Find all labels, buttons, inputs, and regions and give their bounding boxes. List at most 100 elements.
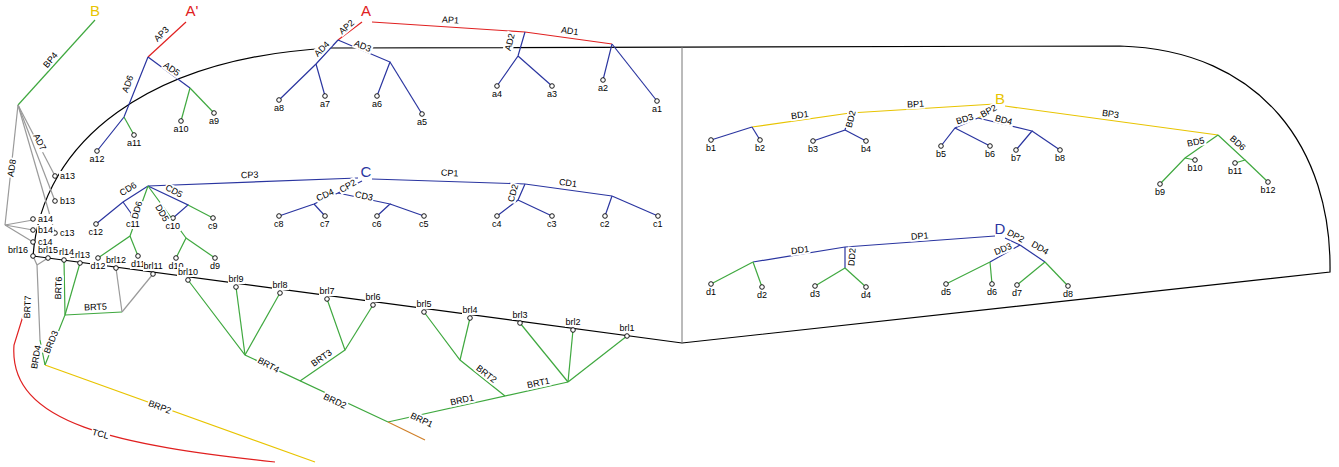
point-marker bbox=[136, 254, 141, 259]
point-marker bbox=[758, 138, 763, 143]
leaf-outline bbox=[33, 46, 1330, 343]
segment-label: AP3 bbox=[151, 24, 172, 45]
vein-line bbox=[815, 268, 845, 286]
vein-line bbox=[990, 262, 992, 284]
point-marker bbox=[46, 256, 51, 261]
point-marker bbox=[31, 240, 36, 245]
vein-line bbox=[845, 268, 866, 287]
point-marker bbox=[212, 111, 217, 116]
point-label: b9 bbox=[1154, 187, 1166, 197]
point-label: c8 bbox=[273, 219, 285, 229]
vein-line bbox=[460, 318, 470, 360]
vein-line bbox=[148, 57, 190, 88]
point-marker bbox=[375, 214, 380, 219]
point-label: c6 bbox=[371, 219, 383, 229]
point-label: b4 bbox=[860, 144, 872, 154]
vein-line bbox=[65, 312, 122, 315]
point-marker bbox=[277, 214, 282, 219]
point-marker bbox=[760, 285, 765, 290]
point-marker bbox=[31, 217, 36, 222]
segment-label: TCL bbox=[90, 427, 111, 442]
point-marker bbox=[31, 228, 36, 233]
vein-line bbox=[711, 127, 752, 140]
segment-label: AP1 bbox=[440, 14, 460, 25]
point-marker bbox=[420, 112, 425, 117]
point-marker bbox=[323, 214, 328, 219]
vein-line bbox=[845, 130, 866, 141]
divider-line bbox=[682, 47, 683, 343]
point-marker bbox=[114, 266, 119, 271]
point-label: a12 bbox=[89, 154, 106, 164]
point-marker bbox=[468, 316, 473, 321]
point-label: b5 bbox=[935, 149, 947, 159]
point-label: d6 bbox=[986, 287, 998, 297]
point-marker bbox=[518, 321, 523, 326]
vein-line bbox=[612, 196, 658, 216]
point-label: a2 bbox=[597, 83, 609, 93]
vein-line bbox=[130, 236, 138, 256]
segment-label: BRT5 bbox=[82, 301, 107, 312]
point-marker bbox=[53, 199, 58, 204]
segment-label: CD4 bbox=[314, 186, 336, 204]
point-marker bbox=[323, 94, 328, 99]
point-label: b6 bbox=[984, 149, 996, 159]
point-label: b1 bbox=[705, 143, 717, 153]
vein-line bbox=[190, 88, 214, 113]
segment-label: BD6 bbox=[1227, 133, 1248, 153]
point-marker bbox=[550, 84, 555, 89]
point-label: c7 bbox=[319, 219, 331, 229]
point-marker bbox=[375, 94, 380, 99]
point-marker bbox=[179, 119, 184, 124]
vein-lines bbox=[5, 20, 1268, 462]
vein-line bbox=[116, 268, 122, 312]
segment-label: BRD4 bbox=[29, 343, 43, 370]
point-label: d9 bbox=[209, 261, 221, 271]
vein-line bbox=[424, 312, 505, 396]
point-marker bbox=[371, 303, 376, 308]
vein-line bbox=[946, 262, 990, 284]
point-marker bbox=[550, 214, 555, 219]
vein-line bbox=[390, 204, 424, 216]
point-marker bbox=[78, 261, 83, 266]
vein-line bbox=[65, 263, 80, 315]
segment-label: BD2 bbox=[843, 108, 858, 129]
point-label: d3 bbox=[809, 289, 821, 299]
point-marker bbox=[1158, 182, 1163, 187]
vein-line bbox=[33, 256, 40, 340]
point-marker bbox=[1014, 148, 1019, 153]
point-marker bbox=[864, 285, 869, 290]
point-label: a1 bbox=[651, 104, 663, 114]
segment-label: BP3 bbox=[1100, 108, 1120, 121]
point-label: d2 bbox=[756, 290, 768, 300]
segment-label: AD6 bbox=[120, 73, 136, 95]
point-marker bbox=[62, 258, 67, 263]
segment-label: DD6 bbox=[130, 199, 145, 221]
segment-label: AD1 bbox=[559, 25, 580, 38]
point-letter: A' bbox=[185, 3, 200, 19]
segment-label: DP1 bbox=[910, 230, 930, 242]
tcl-curve bbox=[14, 300, 275, 462]
point-marker bbox=[211, 216, 216, 221]
point-label: a8 bbox=[273, 103, 285, 113]
segment-label: AD2 bbox=[502, 31, 517, 52]
point-marker bbox=[709, 282, 714, 287]
vein-line bbox=[1005, 106, 1218, 135]
point-marker bbox=[1193, 158, 1198, 163]
vein-line bbox=[148, 22, 186, 57]
segment-label: BP4 bbox=[40, 50, 60, 71]
point-label: c4 bbox=[491, 219, 503, 229]
vein-line bbox=[236, 287, 245, 355]
point-label: b3 bbox=[807, 144, 819, 154]
point-label: a7 bbox=[319, 99, 331, 109]
point-marker bbox=[656, 214, 661, 219]
point-letter: A bbox=[360, 3, 372, 19]
vein-line bbox=[122, 274, 153, 312]
vein-line bbox=[245, 293, 280, 355]
point-marker bbox=[625, 334, 630, 339]
point-marker bbox=[422, 310, 427, 315]
point-marker bbox=[709, 138, 714, 143]
point-marker bbox=[96, 256, 101, 261]
point-label: brl11 bbox=[143, 261, 164, 271]
segment-label: BRT4 bbox=[255, 355, 282, 375]
point-marker bbox=[213, 256, 218, 261]
